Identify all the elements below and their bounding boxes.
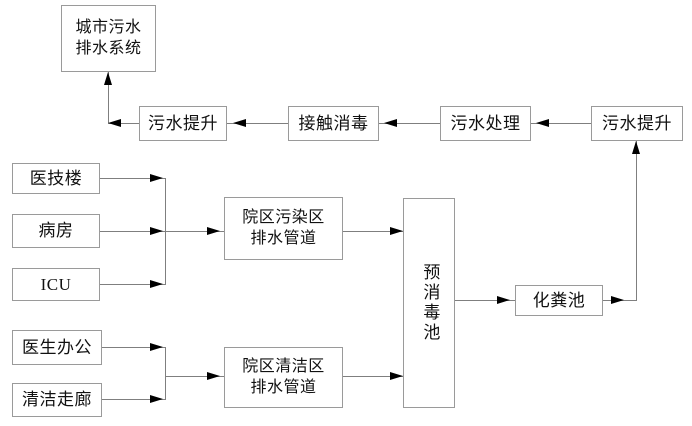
edge-ward-line <box>100 231 165 232</box>
edge-lift-left-to-city-sewer-arrowhead-corner <box>108 119 121 127</box>
edge-medical-tech-arrowhead <box>150 174 163 182</box>
edge-clean-pipe-to-pool-line <box>343 376 403 377</box>
node-contact-disinfect[interactable]: 接触消毒 <box>288 106 379 141</box>
node-polluted-zone-drain-pipe[interactable]: 院区污染区 排水管道 <box>224 197 343 260</box>
edge-icu-arrowhead <box>150 280 163 288</box>
node-ward[interactable]: 病房 <box>12 214 100 248</box>
node-doctor-office[interactable]: 医生办公 <box>12 330 102 365</box>
edge-medical-tech-line <box>100 178 165 179</box>
edge-treatment-to-contact-arrowhead <box>384 119 397 127</box>
node-city-sewer[interactable]: 城市污水 排水系统 <box>61 5 156 72</box>
edge-lift-right-to-treatment-line <box>531 123 591 124</box>
edge-polluted-pipe-to-pool-line <box>343 231 403 232</box>
node-clean-zone-drain-pipe[interactable]: 院区清洁区 排水管道 <box>224 347 343 408</box>
edge-polluted-pipe-to-pool-arrowhead <box>390 227 403 235</box>
edge-pool-to-septic-arrowhead <box>497 296 510 304</box>
edge-merge-to-clean-pipe-arrowhead <box>207 372 220 380</box>
edge-ward-arrowhead <box>150 227 163 235</box>
edge-septic-to-lift-right-arrowhead <box>632 141 640 154</box>
edge-lift-right-to-treatment-arrowhead <box>536 119 549 127</box>
edge-doctor-office-line <box>102 347 165 348</box>
edge-pool-to-septic-line <box>455 300 515 301</box>
node-septic-tank[interactable]: 化粪池 <box>515 285 603 316</box>
edge-clean-corridor-arrowhead <box>150 395 163 403</box>
edge-doctor-office-arrowhead <box>150 343 163 351</box>
node-icu[interactable]: ICU <box>12 268 100 301</box>
edge-icu-line <box>100 284 165 285</box>
edge-clean-corridor-line <box>102 399 165 400</box>
merge-bus-clean <box>165 347 166 400</box>
edge-contact-to-lift-left-line <box>227 123 288 124</box>
edge-clean-pipe-to-pool-arrowhead <box>390 372 403 380</box>
node-pre-disinfection-pool[interactable]: 预消毒池 <box>403 198 455 408</box>
edge-contact-to-lift-left-arrowhead <box>233 119 246 127</box>
edge-septic-to-lift-right-arrowhead-corner <box>611 296 624 304</box>
node-lift-left[interactable]: 污水提升 <box>139 106 227 141</box>
edge-merge-to-clean-pipe-line <box>165 376 224 377</box>
edge-lift-left-to-city-sewer-arrowhead <box>104 72 112 85</box>
node-lift-right[interactable]: 污水提升 <box>591 106 683 141</box>
edge-lift-left-to-city-sewer-segment-v <box>108 72 109 123</box>
edge-treatment-to-contact-line <box>379 123 440 124</box>
edge-merge-to-polluted-pipe-arrowhead <box>207 227 220 235</box>
edge-septic-to-lift-right-segment-v <box>636 141 637 300</box>
edge-merge-to-polluted-pipe-line <box>165 231 224 232</box>
edge-lift-left-to-city-sewer-segment-h <box>108 123 139 124</box>
node-clean-corridor[interactable]: 清洁走廊 <box>12 383 102 417</box>
node-medical-tech-building[interactable]: 医技楼 <box>12 163 100 194</box>
node-sewage-treatment[interactable]: 污水处理 <box>440 106 531 141</box>
